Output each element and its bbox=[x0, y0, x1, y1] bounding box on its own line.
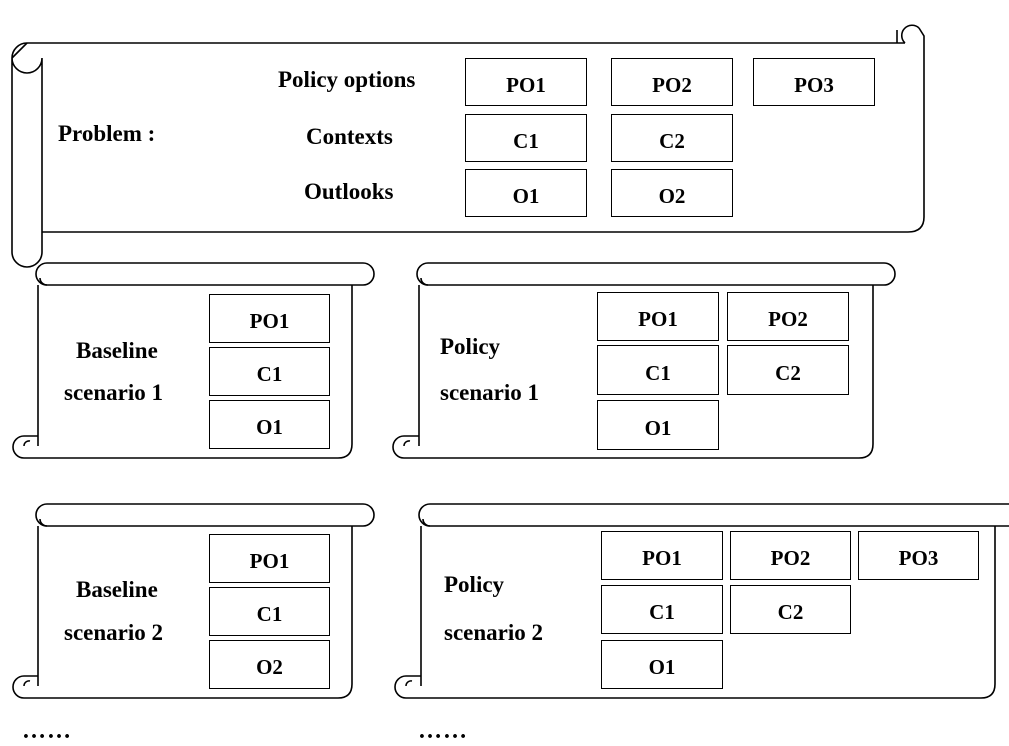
problem-o1-box: O1 bbox=[465, 169, 587, 217]
baseline-1-po-box: PO1 bbox=[209, 294, 330, 343]
problem-po3-box: PO3 bbox=[753, 58, 875, 106]
baseline-2-po-box: PO1 bbox=[209, 534, 330, 583]
problem-o2-text: O2 bbox=[658, 183, 686, 208]
policy-2-c2-box: C2 bbox=[730, 585, 851, 634]
policy-1-po1-box: PO1 bbox=[597, 292, 719, 341]
policy-2-c1-text: C1 bbox=[649, 600, 675, 624]
policy-1-c2-text: C2 bbox=[775, 360, 801, 385]
policy-scenario-2-scroll bbox=[394, 503, 1009, 699]
baseline-1-c-box: C1 bbox=[209, 347, 330, 396]
baseline-2-o-box: O2 bbox=[209, 640, 330, 689]
baseline-2-c-box: C1 bbox=[209, 587, 330, 636]
policy-1-c2-box: C2 bbox=[727, 345, 849, 395]
problem-o1-text: O1 bbox=[512, 183, 540, 208]
baseline-1-title-line1: Baseline bbox=[76, 338, 158, 363]
policy-2-po2-text: PO2 bbox=[770, 546, 811, 570]
problem-c1-text: C1 bbox=[513, 128, 539, 153]
baseline-scenario-2-scroll bbox=[12, 503, 375, 699]
problem-scroll bbox=[11, 24, 925, 268]
policy-1-po2-box: PO2 bbox=[727, 292, 849, 341]
problem-po1-box: PO1 bbox=[465, 58, 587, 106]
problem-o2-box: O2 bbox=[611, 169, 733, 217]
policy-2-po3-box: PO3 bbox=[858, 531, 979, 580]
policy-2-po2-box: PO2 bbox=[730, 531, 851, 580]
policy-1-c1-box: C1 bbox=[597, 345, 719, 395]
policy-2-title-line1: Policy bbox=[444, 572, 505, 597]
policy-2-o1-text: O1 bbox=[648, 655, 676, 679]
policy-1-title-line2: scenario 1 bbox=[440, 380, 540, 405]
policy-1-po2-text: PO2 bbox=[768, 307, 808, 331]
baseline-2-po-text: PO1 bbox=[249, 549, 290, 573]
baseline-1-o-box: O1 bbox=[209, 400, 330, 449]
policy-2-c1-box: C1 bbox=[601, 585, 723, 634]
policy-1-o1-text: O1 bbox=[644, 415, 672, 440]
problem-po1-text: PO1 bbox=[506, 72, 546, 97]
problem-po2-box: PO2 bbox=[611, 58, 733, 106]
problem-c2-box: C2 bbox=[611, 114, 733, 162]
baseline-scenario-1-scroll bbox=[12, 262, 375, 459]
policy-2-title-line2: scenario 2 bbox=[444, 620, 544, 645]
policy-2-po3-text: PO3 bbox=[898, 546, 939, 570]
problem-c1-box: C1 bbox=[465, 114, 587, 162]
problem-po3-text: PO3 bbox=[794, 72, 834, 97]
baseline-2-title-line1: Baseline bbox=[76, 577, 158, 602]
policy-2-po1-text: PO1 bbox=[642, 546, 682, 570]
policy-1-c1-text: C1 bbox=[645, 360, 671, 385]
policy-2-c2-text: C2 bbox=[777, 600, 804, 624]
baseline-2-o-text: O2 bbox=[256, 655, 283, 679]
problem-c2-text: C2 bbox=[659, 128, 685, 153]
policy-2-o1-box: O1 bbox=[601, 640, 723, 689]
policy-1-title-line1: Policy bbox=[440, 334, 501, 359]
problem-po2-text: PO2 bbox=[652, 72, 692, 97]
problem-label: Problem : bbox=[58, 121, 156, 146]
row-label-contexts: Contexts bbox=[306, 124, 393, 149]
continuation-dots-left: …… bbox=[22, 718, 72, 744]
row-label-policy-options: Policy options bbox=[278, 67, 416, 92]
baseline-2-c-text: C1 bbox=[256, 602, 283, 626]
policy-1-o1-box: O1 bbox=[597, 400, 719, 450]
baseline-1-c-text: C1 bbox=[256, 362, 283, 386]
baseline-1-po-text: PO1 bbox=[249, 309, 290, 333]
baseline-1-title-line2: scenario 1 bbox=[64, 380, 164, 405]
continuation-dots-right: …… bbox=[418, 718, 468, 744]
policy-scenario-1-scroll bbox=[392, 262, 896, 459]
row-label-outlooks: Outlooks bbox=[304, 179, 394, 204]
policy-2-po1-box: PO1 bbox=[601, 531, 723, 580]
baseline-1-o-text: O1 bbox=[256, 415, 283, 439]
policy-1-po1-text: PO1 bbox=[638, 307, 678, 331]
baseline-2-title-line2: scenario 2 bbox=[64, 620, 164, 645]
